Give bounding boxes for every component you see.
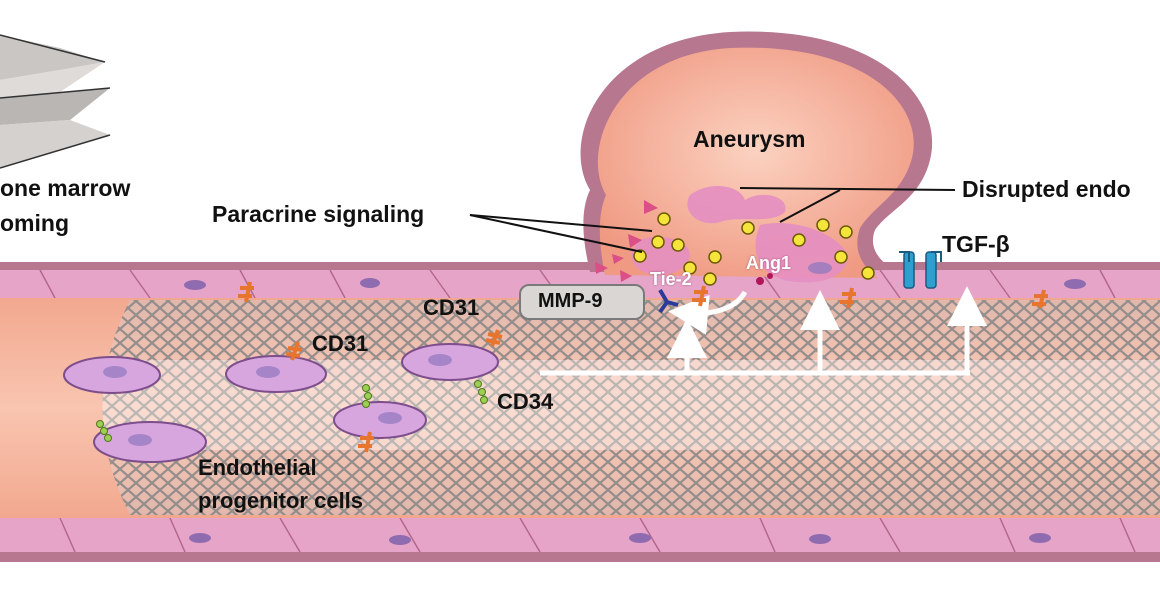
- label-cd34: CD34: [497, 389, 554, 414]
- progenitor-cells: [63, 343, 499, 463]
- wall-nuclei: [184, 278, 1086, 545]
- cd31-markers-wall: [238, 281, 1048, 309]
- aneurysm-sac-lumen: [597, 47, 914, 279]
- label-epc-line1: Endothelial: [198, 455, 317, 480]
- paracrine-triangles: [595, 200, 658, 282]
- wall-cell-layer-bottom: [0, 518, 1160, 552]
- cd34-markers: [96, 380, 488, 442]
- tgf-beta-receptor: [899, 251, 942, 289]
- label-bone-marrow-line2: oming: [0, 210, 69, 236]
- aneurysm-cell-nucleus: [808, 262, 832, 274]
- label-mmp9: MMP-9: [538, 290, 603, 312]
- cd31-markers-cells: [285, 329, 503, 453]
- vessel-mesh: [102, 300, 1160, 515]
- label-cd31-cell: CD31: [312, 331, 369, 356]
- bone-marrow-shape: [0, 34, 111, 169]
- paracrine-factors: [633, 212, 875, 286]
- label-aneurysm: Aneurysm: [693, 126, 806, 152]
- label-bone-marrow-line1: one marrow: [0, 175, 131, 201]
- label-paracrine-signaling: Paracrine signaling: [212, 201, 425, 227]
- paracrine-pointer-lines: [469, 214, 653, 253]
- label-tie2: Tie-2: [650, 269, 692, 289]
- label-epc-line2: progenitor cells: [198, 488, 364, 513]
- signal-arrows: [540, 286, 987, 376]
- label-tgf-beta: TGF-β: [942, 231, 1010, 257]
- disrupted-pointer-lines: [739, 187, 956, 223]
- label-ang1: Ang1: [746, 253, 791, 273]
- ang1-molecules: [756, 273, 773, 285]
- label-cd31-wall: CD31: [423, 295, 480, 320]
- mmp9-box: [519, 284, 645, 320]
- label-disrupted-endothelium: Disrupted endo: [962, 176, 1131, 202]
